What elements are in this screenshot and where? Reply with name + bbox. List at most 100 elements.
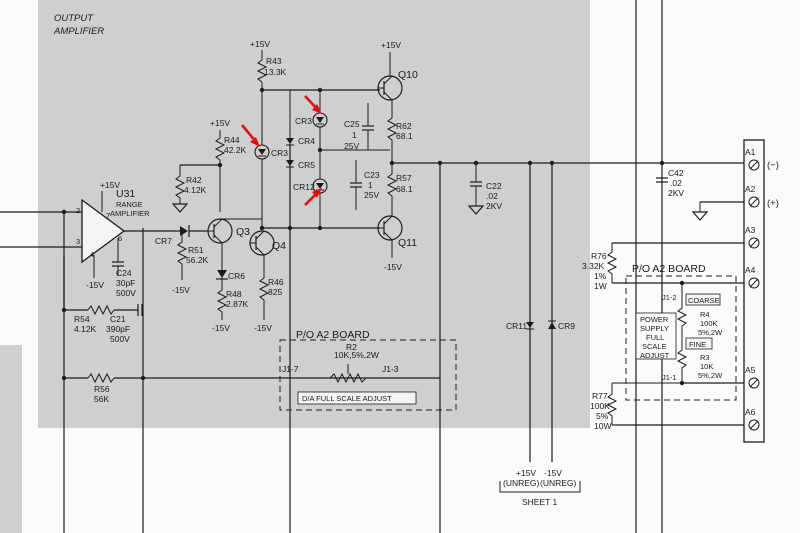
red-arrow-cr12: [304, 188, 322, 206]
terminal-a3: A3: [745, 225, 760, 249]
r4-ref: R4: [700, 310, 710, 319]
c23-ref: C23: [364, 170, 380, 180]
unreg-pos-voltage: +15V: [516, 468, 536, 478]
cr11-label: CR11: [506, 321, 527, 331]
r54-value: 4.12K: [74, 324, 97, 334]
r4-rating: 5%,2W: [698, 328, 723, 337]
r56-ref: R56: [94, 384, 110, 394]
a2-j17: J1-7: [282, 364, 299, 374]
r42-value: 4.12K: [184, 185, 207, 195]
r48-ref: R48: [226, 289, 242, 299]
cr5-label: CR5: [298, 160, 315, 170]
r44-ref: R44: [224, 135, 240, 145]
psfs-adjust-4: SCALE: [642, 342, 667, 351]
r62-value: 68.1: [396, 131, 413, 141]
psfs-adjust-1: POWER: [640, 315, 669, 324]
c42-ref: C42: [668, 168, 684, 178]
terminal-a4: A4: [745, 265, 760, 289]
r57-value: 68.1: [396, 184, 413, 194]
shaded-region: [38, 0, 590, 428]
q4-label: Q4: [272, 240, 286, 252]
r62-ref: R62: [396, 121, 412, 131]
c42-value: .02: [670, 178, 682, 188]
r43-ref: R43: [266, 56, 282, 66]
fine-label: FINE: [689, 340, 706, 349]
c22-ref: C22: [486, 181, 502, 191]
shaded-region-left: [0, 345, 22, 533]
a2-adjust-label: D/A FULL SCALE ADJUST: [302, 394, 392, 403]
c21-voltage: 500V: [110, 334, 130, 344]
cr12-label: CR12: [293, 182, 315, 192]
terminal-a1: A1: [745, 147, 760, 171]
q3-label: Q3: [236, 226, 250, 238]
cr7-label: CR7: [155, 236, 172, 246]
terminal-a5: A5: [745, 365, 760, 389]
c42-voltage: 2KV: [668, 188, 684, 198]
r44-supply: +15V: [210, 118, 230, 128]
terminal-a4-label: A4: [745, 265, 756, 275]
unreg-neg-voltage: -15V: [544, 468, 562, 478]
a2-board-right-title: P/O A2 BOARD: [632, 263, 706, 275]
a2-j11: J1-1: [662, 373, 677, 382]
c22-voltage: 2KV: [486, 201, 502, 211]
r77-power: 10W: [594, 421, 611, 431]
opamp-pin: 7: [106, 211, 110, 220]
cr6-label: CR6: [228, 271, 245, 281]
terminal-a6: A6: [745, 407, 760, 431]
r76-ref: R76: [591, 251, 607, 261]
r3-value: 10K: [700, 362, 713, 371]
a2-board-right-box: [625, 275, 737, 401]
opamp-pin: 2: [76, 206, 80, 215]
terminal-strip: [743, 139, 765, 443]
q11-supply: -15V: [384, 262, 402, 272]
r46-value: 825: [268, 287, 282, 297]
c24-voltage: 500V: [116, 288, 136, 298]
q11-label: Q11: [398, 237, 417, 249]
c25-value: 1: [352, 130, 357, 140]
cr3b-label: CR3: [271, 148, 288, 158]
polarity-pos: (+): [767, 198, 779, 209]
r4-value: 100K: [700, 319, 718, 328]
r56-value: 56K: [94, 394, 109, 404]
terminal-a3-label: A3: [745, 225, 756, 235]
section-title-line2: AMPLIFIER: [53, 26, 104, 37]
q10-supply: +15V: [381, 40, 401, 50]
terminal-a6-label: A6: [745, 407, 756, 417]
r77-ref: R77: [592, 391, 608, 401]
c24-ref: C24: [116, 268, 132, 278]
r43-supply: +15V: [250, 39, 270, 49]
opamp-supply-neg: -15V: [86, 280, 104, 290]
r46-ref: R46: [268, 277, 284, 287]
unreg-pos-label: (UNREG): [503, 478, 540, 488]
q10-label: Q10: [398, 69, 418, 81]
opamp-name-1: RANGE: [116, 200, 143, 209]
c25-ref: C25: [344, 119, 360, 129]
a2-board-left-title: P/O A2 BOARD: [296, 329, 370, 341]
opamp-pin: 6: [118, 234, 122, 243]
sheet-label: SHEET 1: [522, 497, 558, 507]
r44-value: 42.2K: [224, 145, 247, 155]
a2-j12: J1-2: [662, 293, 677, 302]
transistor-q3: [207, 218, 233, 244]
c23-voltage: 25V: [364, 190, 379, 200]
a2-adjust-box: [297, 391, 417, 405]
terminal-a2-label: A2: [745, 184, 756, 194]
c24-value: 30pF: [116, 278, 135, 288]
r54-ref: R54: [74, 314, 90, 324]
r76-value: 3.32K: [582, 261, 605, 271]
r77-value: 100K: [590, 401, 610, 411]
cr3-label: CR3: [295, 116, 312, 126]
c21-ref: C21: [110, 314, 126, 324]
r48-supply: -15V: [212, 323, 230, 333]
r77-tol: 5%: [596, 411, 609, 421]
red-arrow-cr3-left: [241, 124, 260, 147]
r51-ref: R51: [188, 245, 204, 255]
red-arrow-cr3: [304, 95, 322, 114]
coarse-label: COARSE: [688, 296, 720, 305]
opamp-pin: 4: [90, 250, 94, 259]
r42-ref: R42: [186, 175, 202, 185]
opamp-ref: U31: [116, 188, 135, 200]
cr9-label: CR9: [558, 321, 575, 331]
